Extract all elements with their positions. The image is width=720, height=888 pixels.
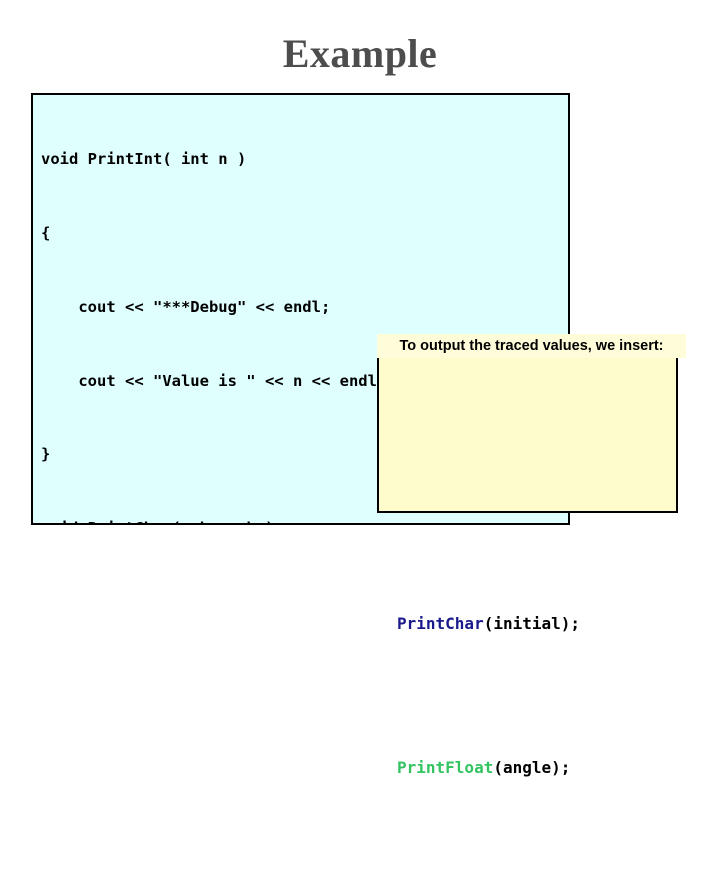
code-line: cout << "***Debug" << endl; [41,297,331,316]
code-line: } [41,445,51,464]
code-line: cout << "Value is " << n << endl; [41,371,387,390]
fn-name-printchar: PrintChar [397,614,484,633]
code-block: void PrintInt( int n ) { cout << "***Deb… [31,93,570,525]
callout-body [377,353,678,513]
code-line: { [41,223,51,242]
code-line: void PrintChar( char ch ) [41,516,396,523]
callout-box: To output the traced values, we insert: … [377,334,686,777]
code-listing: void PrintInt( int n ) { cout << "***Deb… [41,98,396,523]
fn-args: (angle); [493,758,571,777]
slide-canvas: Example void PrintInt( int n ) { cout <<… [31,31,686,777]
code-line: void PrintInt( int n ) [41,150,247,169]
page-title: Example [282,31,438,76]
callout-statement: PrintChar(initial); [397,600,580,648]
callout-statement: PrintFloat(angle); [397,744,580,792]
fn-args: (initial); [483,614,581,633]
callout-label: To output the traced values, we insert: [377,334,686,358]
fn-name-printfloat: PrintFloat [397,758,494,777]
